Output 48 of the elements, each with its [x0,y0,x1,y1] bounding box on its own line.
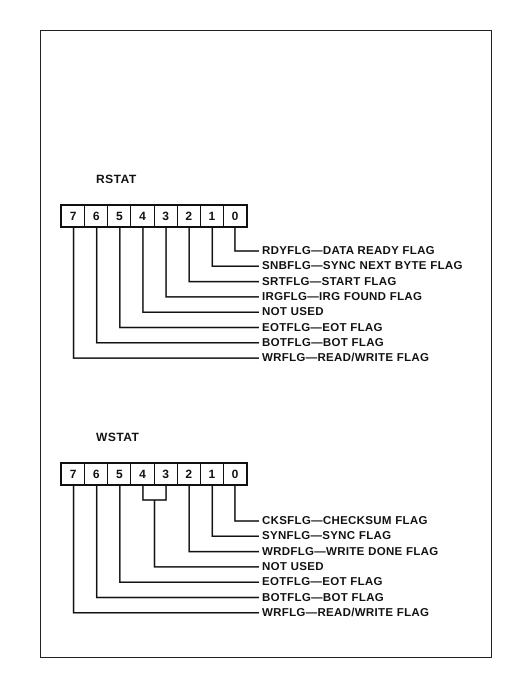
flag-label: NOT USED [262,305,324,320]
flag-label: IRGFLG—IRG FOUND FLAG [262,290,422,304]
bit-cell: 1 [200,206,224,226]
bit-cell: 5 [108,464,132,484]
bit-cell: 0 [224,464,246,484]
register-name: WSTAT [96,430,140,444]
bit-cell: 7 [62,464,86,484]
bit-cell: 5 [108,206,132,226]
bit-cell: 2 [178,464,201,484]
flag-label: CKSFLG—CHECKSUM FLAG [262,514,428,528]
bit-cell: 4 [131,206,154,226]
leader-line [96,226,259,344]
flag-label: BOTFLG—BOT FLAG [262,590,384,604]
leader-line [142,483,260,568]
leader-line [165,226,259,298]
bit-cell: 2 [178,206,201,226]
flag-label: WRFLG—READ/WRITE FLAG [262,606,430,620]
leader-line [72,484,259,614]
flag-label: EOTFLG—EOT FLAG [262,320,383,334]
flag-label: EOTFLG—EOT FLAG [262,575,383,590]
bit-cell: 1 [200,464,224,484]
leader-line [188,226,259,282]
leader-line [96,484,259,598]
bit-cell: 7 [62,206,86,226]
bit-cell: 6 [85,464,108,484]
bit-cell: 4 [131,464,154,484]
flag-label: WRFLG—READ/WRITE FLAG [262,351,430,366]
bit-cell: 3 [154,206,178,226]
leader-line [234,226,259,252]
leader-line [212,484,259,538]
register-name: RSTAT [96,172,137,186]
flag-label: SNBFLG—SYNC NEXT BYTE FLAG [262,259,463,274]
flag-label: SYNFLG—SYNC FLAG [262,529,392,544]
leader-line [119,484,259,583]
bit-cell: 3 [154,464,178,484]
leader-line [234,484,259,522]
bit-cell: 6 [85,206,108,226]
flag-label: RDYFLG—DATA READY FLAG [262,244,435,258]
bit-cell: 0 [224,206,246,226]
leader-line [72,226,259,359]
flag-label: WRDFLG—WRITE DONE FLAG [262,544,439,559]
flag-label: NOT USED [262,560,324,574]
flag-label: BOTFLG—BOT FLAG [262,336,384,350]
leader-line [212,226,259,268]
leader-line [142,226,259,313]
leader-line [188,484,259,552]
leader-line [119,226,259,328]
flag-label: SRTFLG—START FLAG [262,274,397,289]
